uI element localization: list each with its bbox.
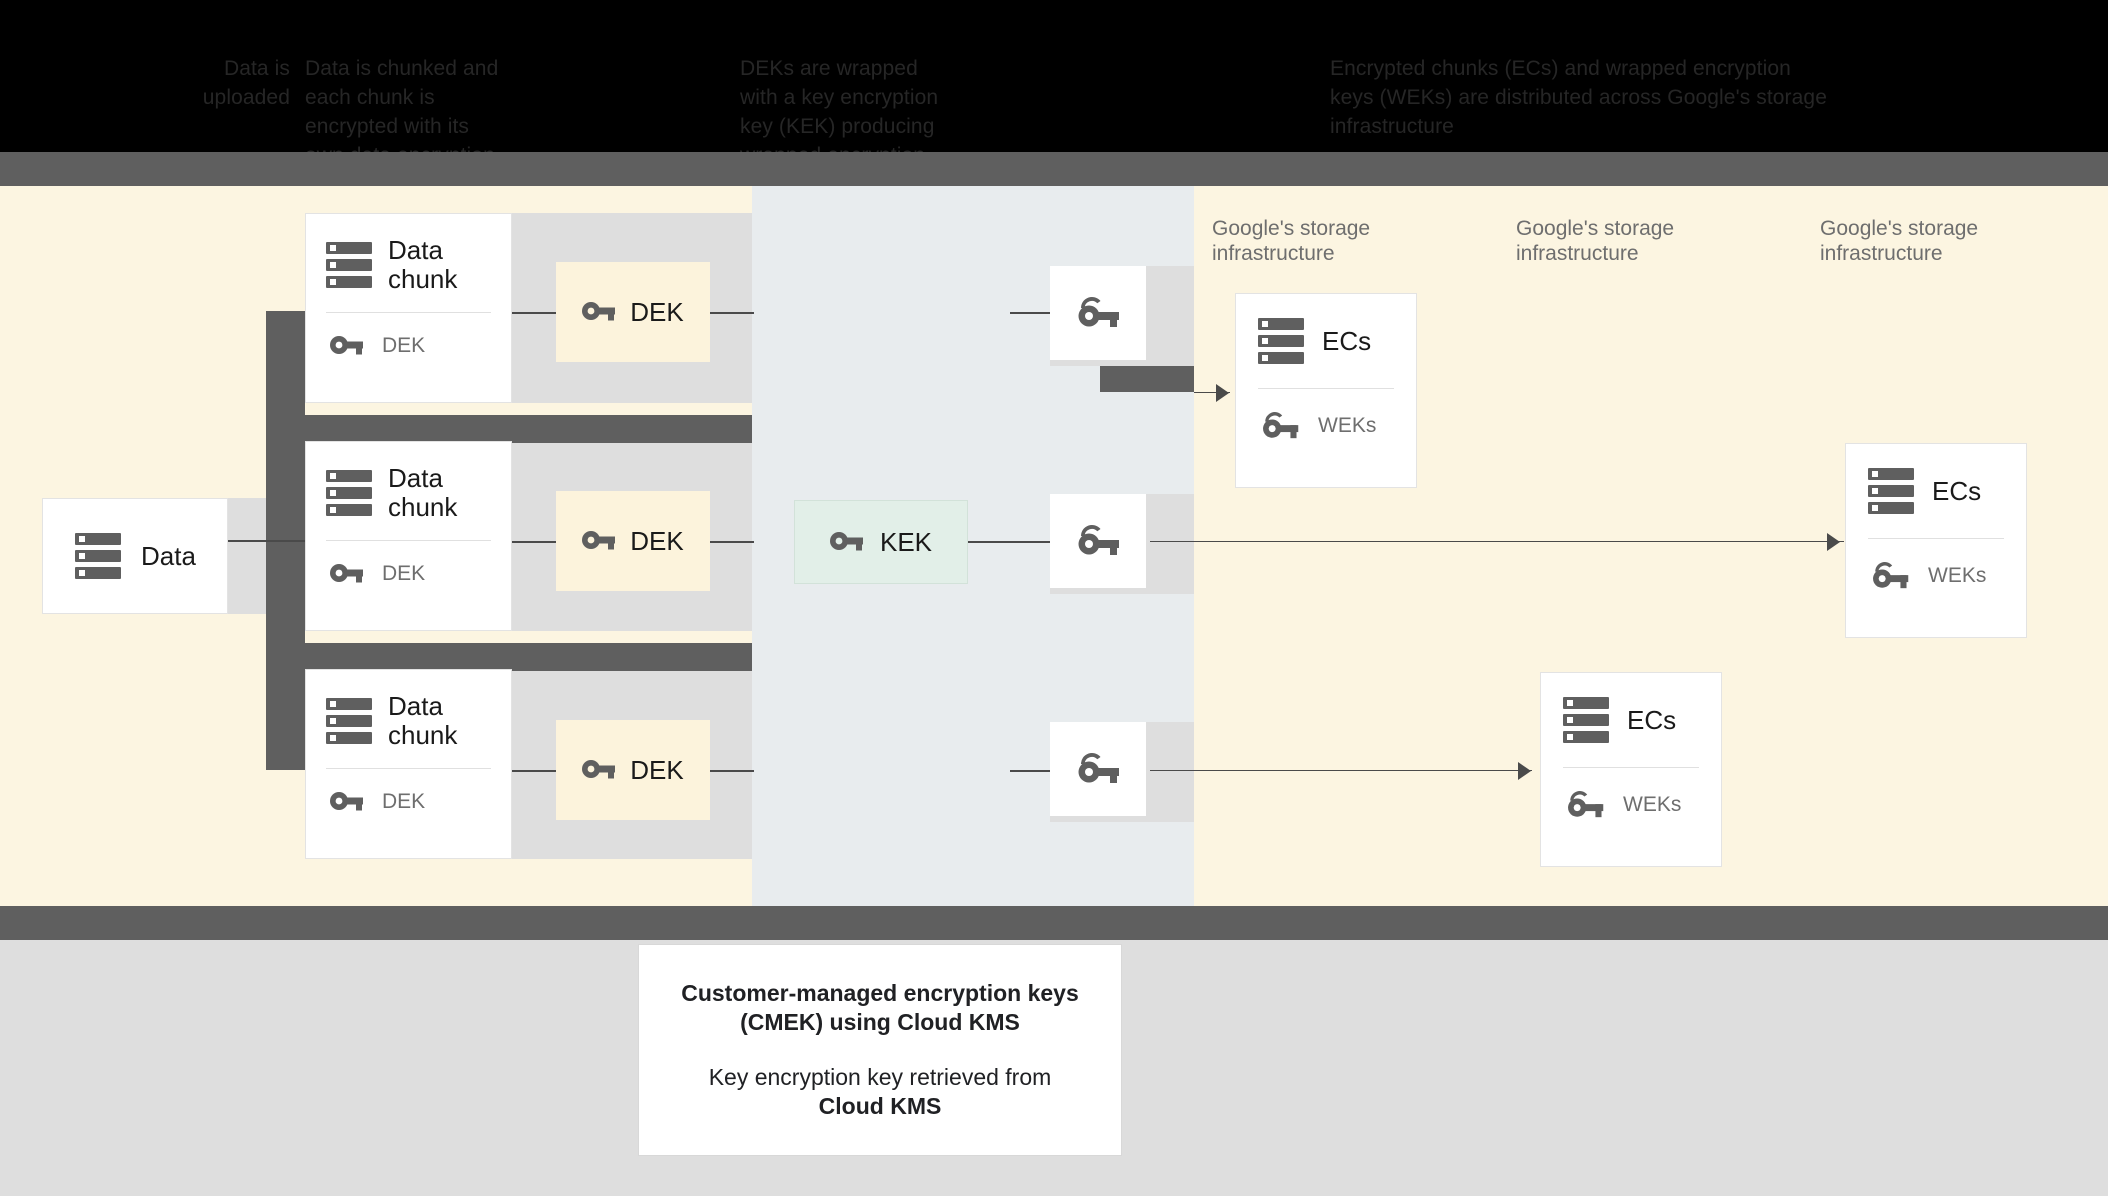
dek-label: DEK [630,754,684,785]
storage-key-label: WEKs [1623,793,1682,816]
key-icon [582,299,616,325]
line-kek-to-wek2 [968,541,1010,543]
wrapped-key-icon [1075,752,1121,786]
key-icon [330,561,364,587]
caption-box: Customer-managed encryption keys (CMEK) … [638,944,1122,1156]
arrow-to-storage-1 [1216,384,1229,402]
node-data-chunk-2[interactable]: Data chunk DEK [305,441,512,631]
wrapped-key-icon [1870,561,1910,591]
storage-title: ECs [1932,475,1982,506]
key-icon [582,757,616,783]
database-icon [326,470,372,516]
database-icon [326,242,372,288]
caption-line-3: Key encryption key retrieved from [708,1064,1052,1090]
node-data[interactable]: Data [42,498,228,614]
line-into-wek3 [1010,770,1052,772]
storage-infra-label-3: Google's storage infrastructure [1820,217,1979,265]
card-divider [326,768,491,769]
database-icon [1563,697,1609,743]
dek-label: DEK [630,296,684,327]
node-wek-3[interactable] [1050,722,1146,816]
splitter-arm-1 [266,415,752,443]
line-dek1-out [710,312,754,314]
node-dek-3[interactable]: DEK [556,720,710,820]
splitter-arm-2 [266,643,752,671]
card-divider [1563,767,1699,768]
storage-infra-label-2: Google's storage infrastructure [1516,217,1675,265]
kek-label: KEK [879,526,933,557]
wrapped-key-icon [1075,296,1121,330]
node-data-label: Data [141,540,196,571]
node-wek-1[interactable] [1050,266,1146,360]
line-to-storage-3 [1150,770,1532,771]
database-icon [1258,318,1304,364]
chunk-title: Data chunk [388,235,458,294]
card-divider [1258,388,1394,389]
arrow-to-storage-2 [1827,533,1840,551]
arrow-to-storage-3 [1518,762,1531,780]
node-storage-2[interactable]: ECs WEKs [1845,443,2027,638]
caption-line-1: Customer-managed encryption keys [681,980,1079,1006]
storage-infra-label-1: Google's storage infrastructure [1212,217,1371,265]
line-chunk2-to-dek2 [512,541,556,543]
line-dek3-out [710,770,754,772]
line-into-wek1 [1010,312,1052,314]
header-step-4: Encrypted chunks (ECs) and wrapped encry… [1330,57,1827,138]
storage-key-label: WEKs [1318,414,1377,437]
caption-line-4: Cloud KMS [818,1093,942,1119]
node-storage-3[interactable]: ECs WEKs [1540,672,1722,867]
database-icon [326,698,372,744]
line-into-wek2 [1010,541,1052,543]
card-divider [326,540,491,541]
node-storage-1[interactable]: ECs WEKs [1235,293,1417,488]
header-divider-band [0,152,2108,186]
chunk-title: Data chunk [388,463,458,522]
key-icon [829,529,864,555]
storage-title: ECs [1322,325,1372,356]
chunk-key-label: DEK [382,562,426,585]
chunk-title: Data chunk [388,691,458,750]
line-chunk1-to-dek1 [512,312,556,314]
footer-divider-band [0,906,2108,940]
node-kek[interactable]: KEK [794,500,968,584]
node-wek-2[interactable] [1050,494,1146,588]
database-icon [75,533,121,579]
wrapped-key-icon [1565,790,1605,820]
chunk-key-label: DEK [382,334,426,357]
node-data-chunk-1[interactable]: Data chunk DEK [305,213,512,403]
caption-line-2: (CMEK) using Cloud KMS [740,1009,1020,1035]
line-to-storage-1 [1194,392,1230,393]
wrapped-key-icon [1260,411,1300,441]
key-icon [330,789,364,815]
line-to-storage-2 [1150,541,1844,542]
storage-feed-stub [1100,366,1194,392]
line-dek2-out [710,541,754,543]
header-step-1: Data is uploaded [202,57,290,109]
chunk-key-label: DEK [382,790,426,813]
line-chunk3-to-dek3 [512,770,556,772]
storage-key-label: WEKs [1928,564,1987,587]
card-divider [326,312,491,313]
card-divider [1868,538,2004,539]
wrapped-key-icon [1075,524,1121,558]
dek-label: DEK [630,525,684,556]
key-icon [582,528,616,554]
node-dek-1[interactable]: DEK [556,262,710,362]
storage-title: ECs [1627,704,1677,735]
node-dek-2[interactable]: DEK [556,491,710,591]
database-icon [1868,468,1914,514]
line-data-to-splitter [228,540,305,542]
key-icon [330,333,364,359]
header-bar: Data is uploaded Data is chunked and eac… [0,0,2108,196]
node-data-chunk-3[interactable]: Data chunk DEK [305,669,512,859]
